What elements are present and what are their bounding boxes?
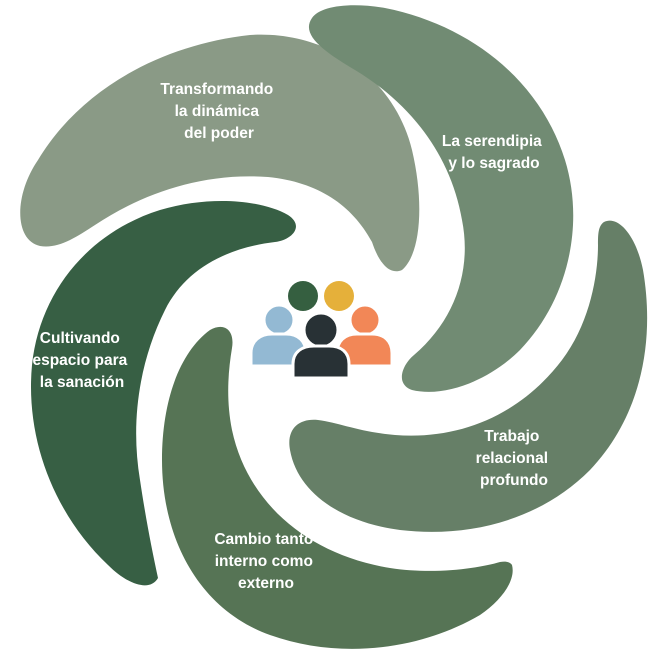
label-line: Cambio tanto [214,531,313,548]
segment-cambio [162,326,513,649]
label-line: Cultivando [40,330,120,347]
label-line: Trabajo [484,428,539,445]
label-serendipia: La serendipia y lo sagrado [442,133,546,172]
segment-trabajo [289,220,648,532]
label-line: relacional [476,450,548,467]
label-line: del poder [184,125,254,142]
label-transformando: Transformando la dinámica del poder [160,81,277,142]
label-line: la sanación [40,374,124,391]
segment-serendipia [308,5,574,392]
person-top-right-icon [324,281,354,311]
label-line: profundo [480,472,548,489]
label-line: externo [238,575,294,592]
label-line: La serendipia [442,133,542,150]
label-trabajo: Trabajo relacional profundo [476,428,553,489]
person-top-left-icon [288,281,318,311]
person-right-icon [335,303,394,368]
label-line: espacio para [32,352,127,369]
people-group-icon [249,281,394,380]
label-line: interno como [215,553,313,570]
label-line: y lo sagrado [448,155,539,172]
person-left-icon [249,303,308,368]
label-line: la dinámica [175,103,260,120]
person-center-icon [291,311,351,380]
segment-transformando [20,34,420,272]
segment-cultivando [30,200,296,586]
label-cultivando: Cultivando espacio para la sanación [32,330,131,391]
label-line: Transformando [160,81,273,98]
label-cambio: Cambio tanto interno como externo [214,531,317,592]
